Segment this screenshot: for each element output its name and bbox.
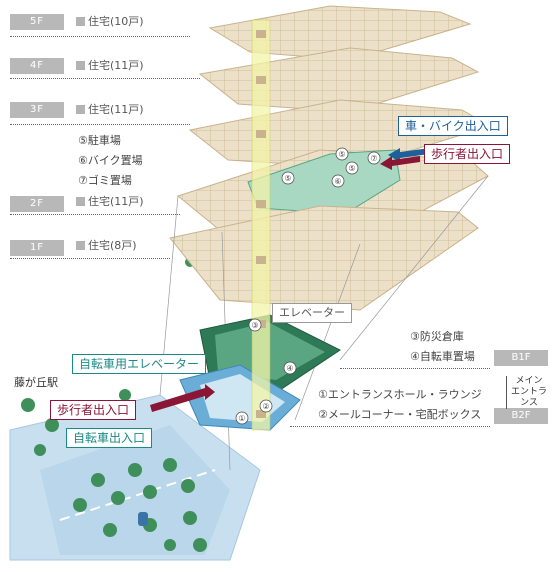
- svg-text:④: ④: [286, 364, 293, 373]
- pedestrian-entrance-label-bottom: 歩行者出入口: [50, 400, 137, 420]
- floor-tag-1f: 1F: [10, 240, 64, 256]
- floor-slab-5f: [208, 5, 472, 61]
- street: [40, 425, 230, 555]
- legend-bicycle-parking: ④自転車置場: [410, 350, 475, 363]
- svg-text:②: ②: [262, 402, 269, 411]
- svg-text:③: ③: [251, 321, 258, 330]
- legend-entrance-hall: ①エントランスホール・ラウンジ: [318, 388, 482, 401]
- floor-desc-3f: 住宅(11戸): [76, 102, 144, 118]
- svg-text:⑤: ⑤: [348, 164, 355, 173]
- floor-desc-4f: 住宅(11戸): [76, 58, 144, 74]
- svg-text:⑤: ⑤: [284, 174, 291, 183]
- svg-text:⑥: ⑥: [334, 177, 341, 186]
- car-bike-entrance-label: 車・バイク出入口: [398, 116, 508, 136]
- svg-text:⑦: ⑦: [370, 154, 377, 163]
- car-bike-arrow: [388, 148, 430, 162]
- pedestrian-arrow-bottom: [150, 384, 215, 412]
- floor-tag-2f: 2F: [10, 196, 64, 212]
- pedestrian-entrance-label-top: 歩行者出入口: [424, 144, 511, 164]
- basement-markers: ③ ④ ① ②: [235, 318, 297, 425]
- floor-tag-4f: 4F: [10, 58, 64, 74]
- legend-garbage: ⑦ゴミ置場: [78, 174, 132, 187]
- floor-tag-3f: 3F: [10, 102, 64, 118]
- bicycle-elevator-label: 自転車用エレベーター: [72, 354, 207, 374]
- floor-slab-1f: [169, 205, 479, 311]
- station-label: 藤が丘駅: [14, 376, 58, 389]
- legend-bike: ⑥バイク置場: [78, 154, 143, 167]
- floor-tag-5f: 5F: [10, 14, 64, 30]
- floor-tag-b2f: B2F: [494, 408, 548, 424]
- elevator-label: エレベーター: [272, 303, 352, 323]
- bicycle-entrance-label: 自転車出入口: [66, 428, 153, 448]
- pedestrian-arrow-top: [380, 156, 420, 170]
- main-entrance-label: メイン エントランス: [506, 376, 551, 409]
- legend-parking: ⑤駐車場: [78, 134, 121, 147]
- tree-icons: [21, 257, 237, 552]
- svg-text:⑤: ⑤: [338, 150, 345, 159]
- floor2-markers: ⑤ ⑤ ⑥ ⑦ ⑤: [281, 147, 381, 188]
- legend-storage: ③防災倉庫: [410, 330, 464, 343]
- floor-tag-b1f: B1F: [494, 350, 548, 366]
- floor-desc-2f: 住宅(11戸): [76, 194, 144, 210]
- svg-text:①: ①: [238, 414, 245, 423]
- floor-desc-5f: 住宅(10戸): [76, 14, 144, 30]
- legend-mail-corner: ②メールコーナー・宅配ボックス: [318, 408, 482, 421]
- floor-desc-1f: 住宅(8戸): [76, 238, 137, 254]
